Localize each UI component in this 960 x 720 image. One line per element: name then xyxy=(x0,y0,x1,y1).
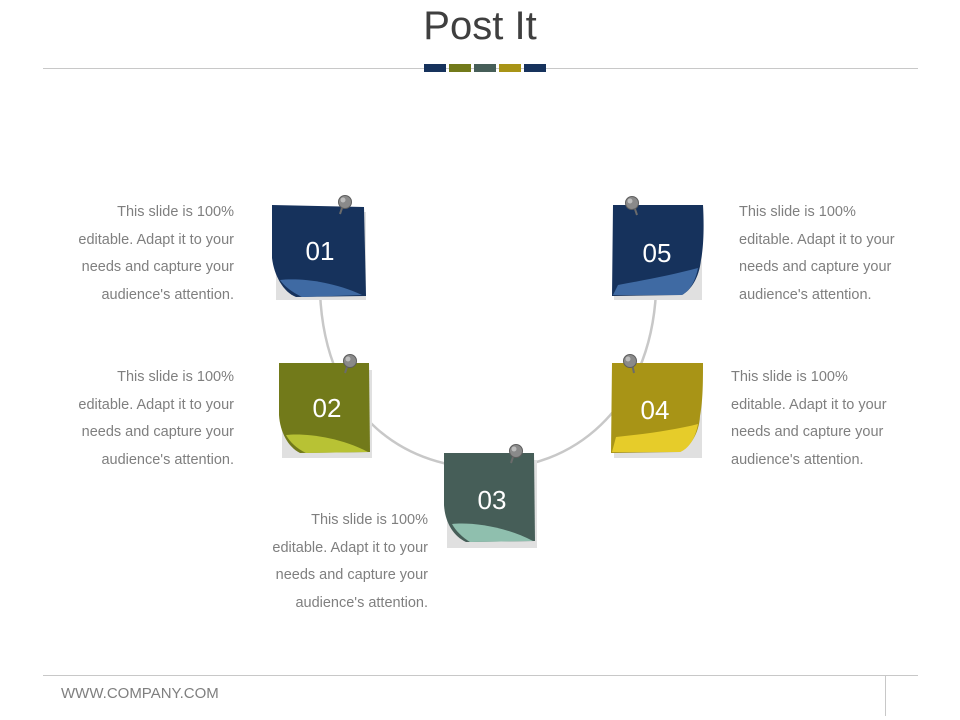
sticky-note-01 xyxy=(272,195,366,300)
description-line: audience's attention. xyxy=(731,451,864,468)
slide-title: Post It xyxy=(423,4,537,48)
footer-divider xyxy=(43,675,918,676)
pushpin-icon xyxy=(625,196,639,216)
pushpin-icon xyxy=(623,354,637,374)
note-01-description: This slide is 100% editable. Adapt it to… xyxy=(34,199,234,309)
description-line: needs and capture your xyxy=(81,259,234,275)
sticky-note-02 xyxy=(279,354,372,458)
description-line: audience's attention. xyxy=(295,594,428,611)
footer-vertical-divider xyxy=(885,676,886,716)
description-line: This slide is 100% xyxy=(117,369,234,385)
sticky-note-05 xyxy=(612,196,704,300)
sticky-note-03 xyxy=(444,444,537,548)
description-line: audience's attention. xyxy=(739,286,872,303)
description-line: needs and capture your xyxy=(739,259,892,275)
description-line: This slide is 100% xyxy=(311,512,428,528)
description-line: editable. Adapt it to your xyxy=(739,231,895,248)
description-line: needs and capture your xyxy=(275,567,428,583)
description-line: needs and capture your xyxy=(81,424,234,440)
note-number-05: 05 xyxy=(642,238,672,268)
pushpin-icon xyxy=(343,354,357,374)
sticky-note-04 xyxy=(611,354,703,458)
description-line: editable. Adapt it to your xyxy=(731,396,887,413)
description-line: editable. Adapt it to your xyxy=(272,539,428,556)
pushpin-icon xyxy=(338,195,352,215)
note-05-description: This slide is 100% editable. Adapt it to… xyxy=(739,199,939,309)
note-number-01: 01 xyxy=(305,236,335,266)
description-line: needs and capture your xyxy=(731,424,884,440)
description-line: audience's attention. xyxy=(101,451,234,468)
swatch-navy xyxy=(424,64,446,72)
description-line: This slide is 100% xyxy=(117,204,234,220)
description-line: This slide is 100% xyxy=(731,369,848,385)
pushpin-icon xyxy=(509,444,523,464)
note-number-04: 04 xyxy=(640,395,670,425)
note-04-description: This slide is 100% editable. Adapt it to… xyxy=(731,364,931,474)
description-line: editable. Adapt it to your xyxy=(78,396,234,413)
description-line: editable. Adapt it to your xyxy=(78,231,234,248)
swatch-navy-2 xyxy=(524,64,546,72)
description-line: This slide is 100% xyxy=(739,204,856,220)
description-line: audience's attention. xyxy=(101,286,234,303)
note-03-description: This slide is 100% editable. Adapt it to… xyxy=(228,507,428,617)
footer-url: WWW.COMPANY.COM xyxy=(61,685,219,702)
note-02-description: This slide is 100% editable. Adapt it to… xyxy=(34,364,234,474)
note-number-02: 02 xyxy=(312,393,342,423)
color-swatch-strip xyxy=(424,64,546,72)
swatch-slate xyxy=(474,64,496,72)
swatch-olive xyxy=(449,64,471,72)
note-number-03: 03 xyxy=(477,485,507,515)
swatch-mustard xyxy=(499,64,521,72)
